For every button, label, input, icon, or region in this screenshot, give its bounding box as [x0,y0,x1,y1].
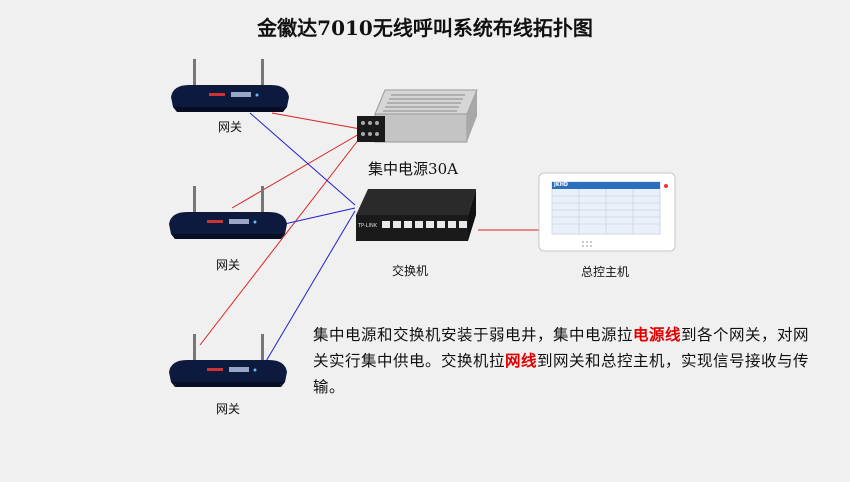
description-text: 集中电源和交换机安装于弱电井，集中电源拉电源线到各个网关，对网关实行集中供电。交… [313,322,818,400]
power-supply-label: 集中电源30A [368,160,458,178]
host-controller-icon [538,172,676,252]
highlight-power-cable: 电源线 [633,325,682,344]
host-brand-label: JKHD [554,182,569,188]
description-part-2: 到各个网关，对网关实行集中供电。交换机拉 [313,326,810,370]
network-switch: TP-LINK [352,185,480,255]
host-controller-label: 总控主机 [580,265,629,279]
gateway-1 [165,55,295,121]
router-icon [169,334,287,387]
switch-label: 交换机 [391,264,428,278]
network-line-gw1 [249,112,356,206]
router-icon [169,186,287,239]
network-line-gw3 [261,210,356,369]
switch-icon [356,189,476,241]
gateway-3-label: 网关 [215,402,240,416]
power-line-gw3 [199,129,367,346]
power-supply [355,86,480,156]
host-controller: JKHD [538,172,678,258]
switch-brand-label: TP-LINK [358,223,378,229]
gateway-3 [163,330,293,396]
description-part-1: 集中电源和交换机安装于弱电井，集中电源拉 [313,326,634,344]
gateway-2-label: 网关 [215,258,240,272]
power-supply-icon [357,89,478,143]
gateway-1-label: 网关 [217,120,242,134]
router-icon [171,59,289,112]
highlight-network-cable: 网线 [505,351,538,370]
diagram-title: 金徽达7010无线呼叫系统布线拓扑图 [257,16,593,40]
gateway-2 [163,182,293,248]
description-part-3: 到网关和总控主机，实现信号接收与传输。 [313,352,810,396]
network-line-gw2 [279,207,356,226]
power-line-gw1 [271,112,367,131]
power-line-gw2 [231,129,367,209]
